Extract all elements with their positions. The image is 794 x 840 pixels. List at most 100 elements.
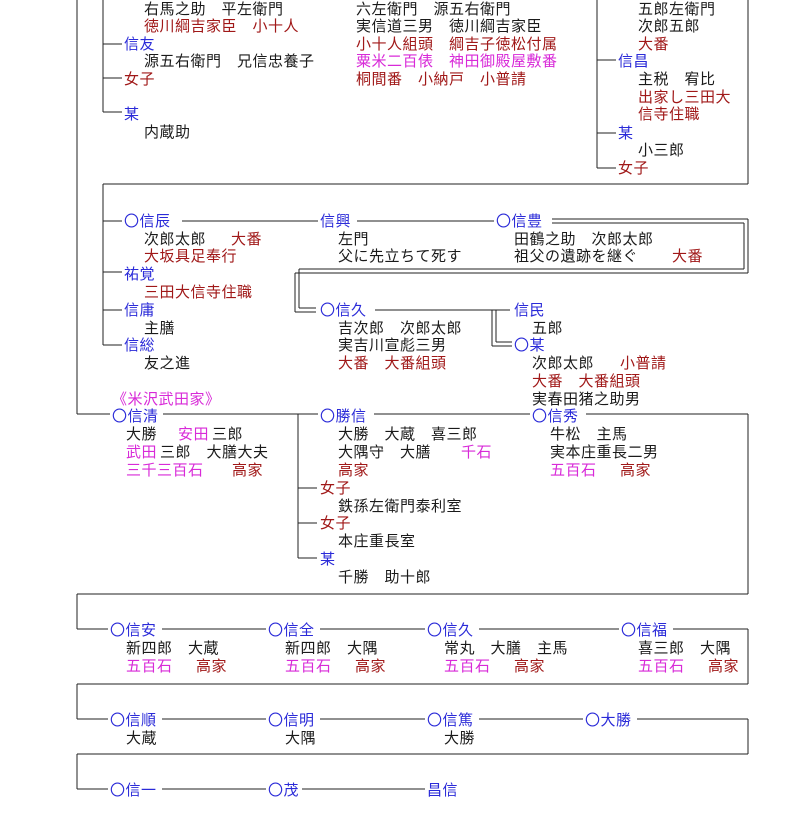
person-nanigashi: 某 <box>124 105 140 123</box>
person-note: 次郎太郎 <box>532 354 595 372</box>
person-shigeru: 〇茂 <box>268 781 300 799</box>
person-nobutomi: 〇信福 <box>621 621 668 639</box>
person-stipend: 五百石 <box>126 657 173 675</box>
person-nobukazu: 〇信一 <box>110 781 157 799</box>
person-nanigashi: 某 <box>618 124 634 142</box>
person-nobumasa-2: 〇信全 <box>268 621 315 639</box>
person-note: 小三郎 <box>638 141 685 159</box>
person-nobufusa: 信総 <box>124 336 156 354</box>
person-note: 高家 <box>708 657 740 675</box>
person-nobutoyo: 〇信豊 <box>496 212 543 230</box>
person-note: 主膳 <box>144 319 176 337</box>
person-note: 大番 大番組頭 <box>338 354 447 372</box>
person-note: 小十人組頭 綱吉子徳松付属 <box>356 35 558 53</box>
person-note: 内蔵助 <box>144 123 191 141</box>
person-stipend: 三千三百石 <box>126 461 204 479</box>
person-stipend: 五百石 <box>285 657 332 675</box>
person-nobuyori: 〇信順 <box>110 711 157 729</box>
person-note: 武田 <box>126 443 158 461</box>
person-note: 大坂具足奉行 <box>144 247 238 265</box>
person-stipend: 五百石 <box>550 461 597 479</box>
person-nobuoki: 信興 <box>320 212 352 230</box>
person-note: 高家 <box>355 657 387 675</box>
person-note: 主税 宥比 <box>638 70 716 88</box>
person-note: 田鶴之助 次郎太郎 <box>514 230 654 248</box>
person-note: 左門 <box>338 230 370 248</box>
person-note: 徳川綱吉家臣 小十人 <box>144 17 300 35</box>
person-nobutatsu: 〇信辰 <box>124 212 171 230</box>
person-nobukiyo: 〇信清 <box>112 407 159 425</box>
person-note: 父に先立ちて死す <box>338 247 463 265</box>
person-note: 実信道三男 徳川綱吉家臣 <box>356 17 543 35</box>
person-note: 実本庄重長二男 <box>550 443 659 461</box>
person-nanigashi: 某 <box>320 550 336 568</box>
person-note: 高家 <box>514 657 546 675</box>
person-note: 大番 大番組頭 <box>532 372 641 390</box>
person-note: 大勝 大蔵 喜三郎 <box>338 425 478 443</box>
person-note: 大番 <box>638 35 670 53</box>
person-daughter: 女子 <box>320 479 352 497</box>
person-note: 新四郎 大隅 <box>285 639 379 657</box>
person-stipend: 五百石 <box>638 657 685 675</box>
person-note: 次郎太郎 <box>144 230 207 248</box>
person-note: 千勝 助十郎 <box>338 568 432 586</box>
person-note: 大番 <box>231 230 263 248</box>
person-note: 鉄孫左衛門泰利室 <box>338 497 463 515</box>
person-note: 三郎 <box>212 425 244 443</box>
person-note: 新四郎 大蔵 <box>126 639 220 657</box>
person-note: 出家し三田大 <box>638 88 732 106</box>
person-daughter: 女子 <box>618 159 650 177</box>
person-nobuyasu: 信庸 <box>124 301 156 319</box>
person-note: 大隅守 大膳 <box>338 443 432 461</box>
person-note: 実吉川宣彪三男 <box>338 336 447 354</box>
person-note: 常丸 大膳 主馬 <box>444 639 569 657</box>
person-katsunobu: 〇勝信 <box>320 407 367 425</box>
person-note: 信寺住職 <box>638 105 701 123</box>
person-nobuhisa-2: 〇信久 <box>427 621 474 639</box>
person-note: 桐間番 小納戸 小普請 <box>356 70 527 88</box>
person-note: 三田大信寺住職 <box>144 283 253 301</box>
person-note: 次郎五郎 <box>638 17 701 35</box>
person-daughter: 女子 <box>124 70 156 88</box>
person-nobumasa: 信昌 <box>618 52 650 70</box>
person-daughter: 女子 <box>320 514 352 532</box>
person-note: 祖父の遺跡を継ぐ <box>514 247 639 265</box>
person-nobuatsu: 〇信篤 <box>427 711 474 729</box>
person-note: 三郎 大膳大夫 <box>160 443 269 461</box>
person-note: 喜三郎 大隅 <box>638 639 732 657</box>
person-note: 大勝 <box>444 729 476 747</box>
person-nobutami: 信民 <box>514 301 546 319</box>
person-yukaku: 祐覚 <box>124 265 156 283</box>
person-taisho: 〇大勝 <box>585 711 632 729</box>
person-note: 高家 <box>338 461 370 479</box>
person-note: 源五右衛門 兄信忠養子 <box>144 52 315 70</box>
person-nobuaki: 〇信明 <box>268 711 315 729</box>
person-nobuhide: 〇信秀 <box>532 407 579 425</box>
person-note: 高家 <box>232 461 264 479</box>
person-note: 大隅 <box>285 729 317 747</box>
person-nobutomo: 信友 <box>124 35 156 53</box>
person-note: 大勝 <box>126 425 158 443</box>
person-note: 吉次郎 次郎太郎 <box>338 319 463 337</box>
person-nanigashi: 〇某 <box>514 336 546 354</box>
person-note: 五郎 <box>532 319 564 337</box>
person-stipend: 五百石 <box>444 657 491 675</box>
person-nobuhisa: 〇信久 <box>320 301 367 319</box>
person-note: 友之進 <box>144 354 191 372</box>
person-note: 高家 <box>196 657 228 675</box>
person-note: 高家 <box>620 461 652 479</box>
person-note: 六左衛門 源五右衛門 <box>356 0 512 18</box>
section-yonezawa-takeda: 《米沢武田家》 <box>112 390 221 408</box>
person-note: 大番 <box>672 247 704 265</box>
person-stipend: 千石 <box>461 443 493 461</box>
person-masanobu: 昌信 <box>427 781 459 799</box>
person-note: 大蔵 <box>126 729 158 747</box>
person-note: 五郎左衛門 <box>638 0 716 18</box>
person-nobuyasu-2: 〇信安 <box>110 621 157 639</box>
person-uma-no-suke: 右馬之助 平左衛門 <box>144 0 284 18</box>
person-note: 実春田猪之助男 <box>532 390 641 408</box>
person-note: 牛松 主馬 <box>550 425 628 443</box>
person-note: 安田 <box>178 425 210 443</box>
